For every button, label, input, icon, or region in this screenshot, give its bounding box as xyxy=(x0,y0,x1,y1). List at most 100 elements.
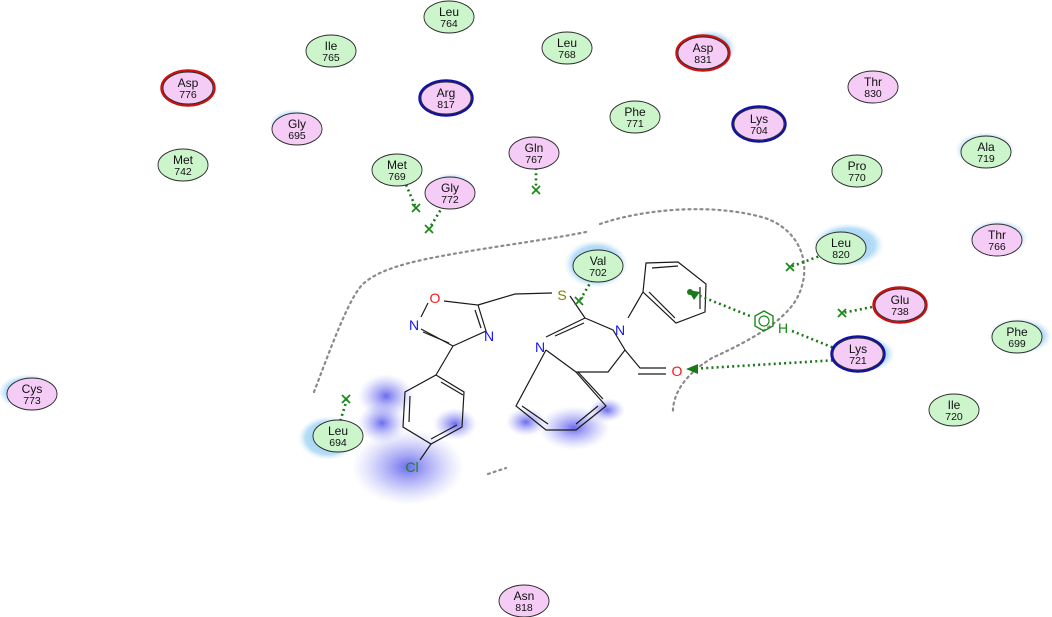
xmark-stroke xyxy=(424,224,434,234)
residue-number: 702 xyxy=(589,267,607,279)
hbond-line xyxy=(841,305,873,315)
hbond-line xyxy=(689,358,839,371)
xmark-stroke xyxy=(837,308,847,318)
residue-disc xyxy=(832,337,884,371)
residue-ring xyxy=(418,79,474,117)
residue-disc xyxy=(677,36,729,70)
residue-number: 695 xyxy=(288,130,306,142)
residue-name: Lys xyxy=(750,112,768,126)
residue-number: 738 xyxy=(891,306,909,318)
residue-number: 768 xyxy=(558,49,576,61)
bond xyxy=(515,349,607,431)
residue-number: 766 xyxy=(988,241,1006,253)
bond xyxy=(554,322,585,337)
pi-h-line xyxy=(791,329,835,350)
residue-number: 719 xyxy=(977,153,995,165)
xmark-stroke xyxy=(341,394,351,404)
xmark-stroke xyxy=(785,262,795,272)
bond xyxy=(642,261,707,324)
xmark-stroke xyxy=(531,185,541,195)
residue-ring xyxy=(675,34,731,72)
residue-disc xyxy=(271,112,323,146)
ligand-exposure-glows xyxy=(352,374,625,505)
residue-disc xyxy=(6,377,58,411)
pocket-line xyxy=(312,230,588,394)
residue-number: 742 xyxy=(174,166,192,178)
residue-number: 764 xyxy=(440,18,458,30)
residue-disc xyxy=(960,135,1012,169)
atom-nitrogen: N xyxy=(615,322,625,338)
residue-disc xyxy=(498,584,550,617)
residue-name: Thr xyxy=(864,75,882,89)
residue-disc xyxy=(971,223,1023,257)
residue-name: Thr xyxy=(988,228,1006,242)
residue-number: 772 xyxy=(441,194,459,206)
bond xyxy=(651,265,679,269)
residue-number: 770 xyxy=(848,172,866,184)
atom-nitrogen: N xyxy=(535,339,545,355)
bond xyxy=(569,295,586,319)
exposure-glow xyxy=(352,429,464,505)
residue-name: Phe xyxy=(1006,325,1028,339)
pi-ring-inner xyxy=(758,315,770,327)
residue-disc xyxy=(874,288,926,322)
residue-number: 817 xyxy=(437,99,455,111)
residue-disc xyxy=(991,320,1043,354)
residue-number: 818 xyxy=(515,602,533,614)
bond xyxy=(422,331,450,344)
pi-h-symbol: H xyxy=(754,310,788,336)
arrowhead-dot xyxy=(687,289,693,295)
exposure-glow xyxy=(506,408,546,436)
residue-name: Ile xyxy=(948,398,961,412)
xmark xyxy=(341,185,847,404)
residue-ring xyxy=(872,286,928,324)
residue-name: Gln xyxy=(525,141,544,155)
pocket-line xyxy=(598,208,806,416)
residue-number: 831 xyxy=(694,54,712,66)
atom-chlorine: Cl xyxy=(405,459,418,475)
arrowhead xyxy=(686,289,700,374)
residue-number: 769 xyxy=(388,171,406,183)
residue-disc xyxy=(928,393,980,427)
residue-disc xyxy=(305,34,357,68)
atom-nitrogen: N xyxy=(484,328,494,344)
bond xyxy=(521,405,549,425)
residue-number: 704 xyxy=(750,125,768,137)
residue-number: 765 xyxy=(322,52,340,64)
interactions: H xyxy=(338,168,873,423)
residue-disc xyxy=(572,249,624,283)
residue-number: 820 xyxy=(832,249,850,261)
residue-disc xyxy=(831,154,883,188)
residue-name: Phe xyxy=(624,105,646,119)
residue-number: 720 xyxy=(945,411,963,423)
residue-disc xyxy=(733,107,785,141)
residue-number: 773 xyxy=(23,395,41,407)
bond xyxy=(474,309,482,329)
pocket-outline xyxy=(312,208,806,476)
exposure-glow xyxy=(589,398,625,422)
pi-ring-icon xyxy=(754,310,774,332)
arrowhead-shape xyxy=(686,364,698,374)
residue-name: Leu xyxy=(831,236,851,250)
residue-disc xyxy=(420,81,472,115)
bond xyxy=(420,302,429,318)
residue-disc xyxy=(815,231,867,265)
residue-ring xyxy=(830,335,886,373)
